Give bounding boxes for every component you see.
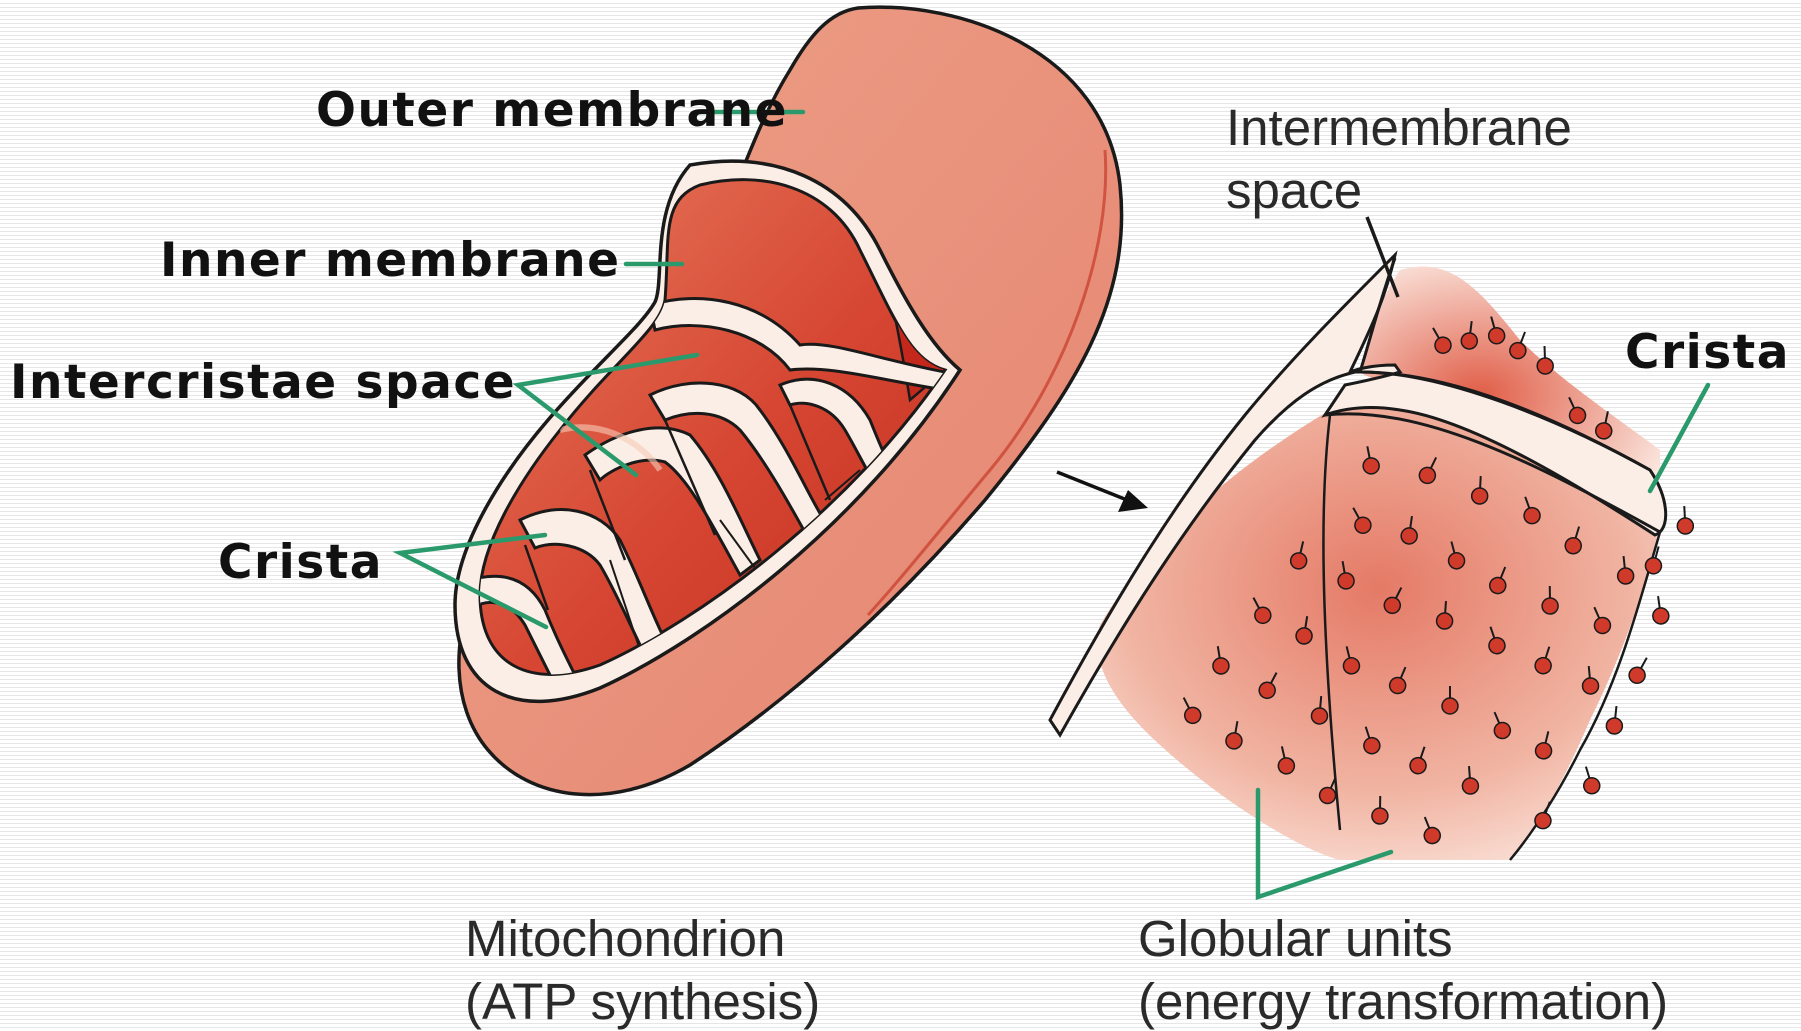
globular-unit xyxy=(1626,654,1654,686)
label-intercristae-space: Intercristae space xyxy=(10,355,516,410)
caption-globular-line1: Globular units xyxy=(1138,910,1453,967)
crista-detail-illustration xyxy=(1050,255,1694,860)
caption-mitochondrion-line2: (ATP synthesis) xyxy=(465,973,820,1030)
globular-unit xyxy=(1537,346,1554,375)
label-intermembrane-line1: Intermembrane xyxy=(1226,99,1572,156)
label-outer-membrane: Outer membrane xyxy=(316,83,788,138)
globular-unit xyxy=(1650,595,1670,625)
label-inner-membrane: Inner membrane xyxy=(160,233,621,288)
label-crista-left: Crista xyxy=(218,535,383,590)
leader-crista-right xyxy=(1650,385,1708,491)
globular-unit xyxy=(1676,506,1693,535)
caption-globular-line2: (energy transformation) xyxy=(1138,973,1668,1030)
caption-mitochondrion-line1: Mitochondrion xyxy=(465,910,785,967)
globular-unit xyxy=(1606,705,1625,735)
arrow-right-down-icon xyxy=(1057,472,1148,512)
globular-unit xyxy=(1578,764,1601,795)
label-crista-right: Crista xyxy=(1625,325,1790,380)
label-intermembrane-line2: space xyxy=(1226,162,1362,219)
